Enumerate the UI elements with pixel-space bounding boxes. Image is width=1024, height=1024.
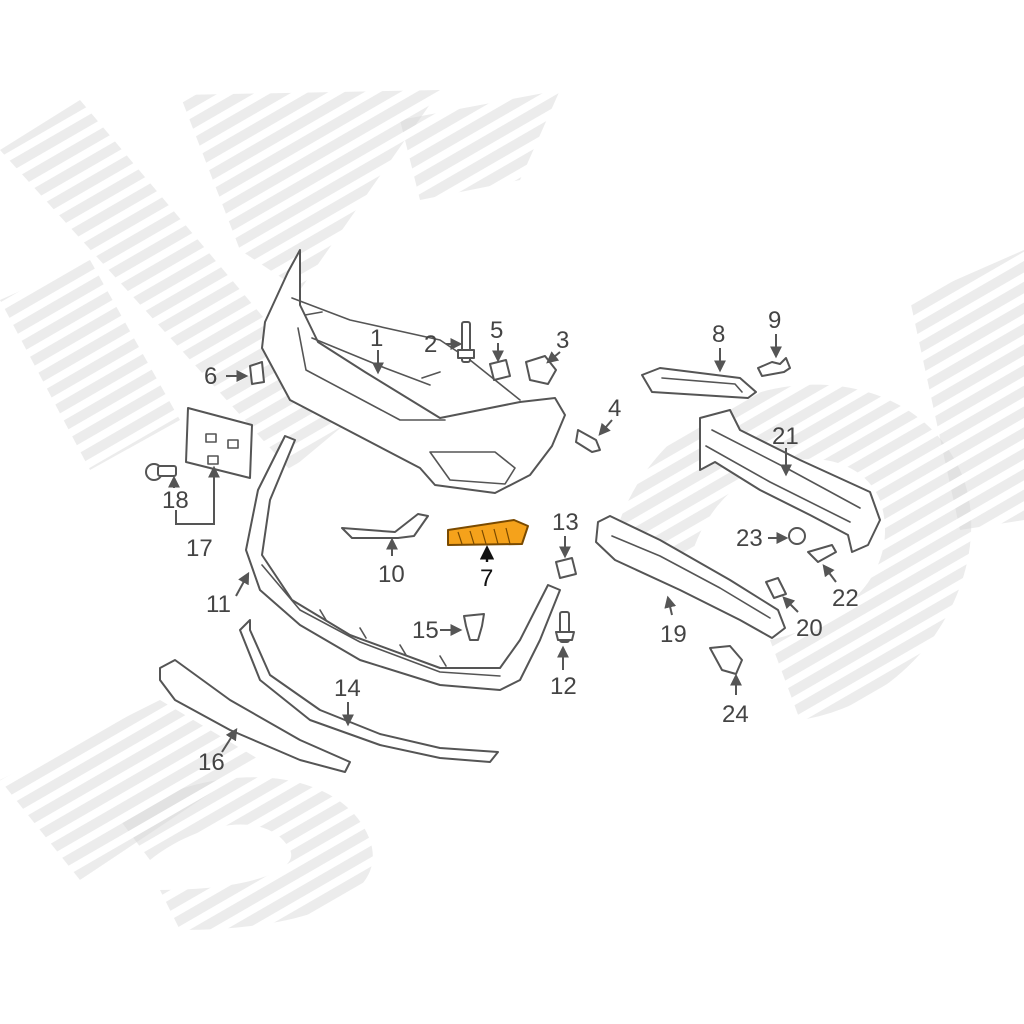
callout-labels: 1 2 3 4 5 6 7 8 9 10 11 12 13 14 15 16 1… [162, 307, 859, 776]
part-license-plate-bracket [185, 407, 253, 479]
part-trim-strip-10 [341, 513, 429, 539]
callout-15: 15 [412, 617, 439, 644]
part-label-20 [765, 577, 787, 599]
part-bolt-4 [575, 429, 601, 453]
callout-12: 12 [550, 673, 577, 700]
callout-3: 3 [556, 327, 569, 354]
callout-5: 5 [490, 317, 503, 344]
callout-19: 19 [660, 621, 687, 648]
callout-1: 1 [370, 325, 383, 352]
part-bolt-9 [757, 357, 791, 377]
part-lower-strip-14 [239, 619, 499, 763]
callout-8: 8 [712, 321, 725, 348]
part-bolt-2 [457, 321, 475, 363]
callout-17: 17 [186, 535, 213, 562]
part-lower-bumper-panel [245, 435, 561, 691]
callout-2: 2 [424, 331, 437, 358]
part-front-bumper-cover [261, 249, 566, 494]
callout-9: 9 [768, 307, 781, 334]
callout-21: 21 [772, 423, 799, 450]
callout-4: 4 [608, 395, 621, 422]
part-bolt-22 [807, 544, 837, 563]
callout-18: 18 [162, 487, 189, 514]
callout-13: 13 [552, 509, 579, 536]
part-screw-18 [145, 463, 177, 481]
part-skid-plate-16 [159, 659, 351, 773]
part-clip-5 [489, 359, 511, 381]
callout-24: 24 [722, 701, 749, 728]
callout-16: 16 [198, 749, 225, 776]
callout-22: 22 [832, 585, 859, 612]
callout-23: 23 [736, 525, 763, 552]
callout-10: 10 [378, 561, 405, 588]
callout-14: 14 [334, 675, 361, 702]
part-energy-absorber [595, 515, 786, 639]
part-push-pin-15 [463, 613, 485, 641]
part-bracket-7-highlighted [447, 519, 529, 546]
part-bracket-24 [709, 645, 743, 675]
callout-11: 11 [206, 591, 231, 618]
callout-7: 7 [480, 565, 493, 592]
part-clip-13 [555, 557, 577, 579]
part-screw-12 [555, 611, 575, 643]
part-clip-6 [249, 361, 265, 385]
leader-lines [168, 334, 837, 753]
part-nut-23 [788, 527, 806, 545]
callout-20: 20 [796, 615, 823, 642]
part-fog-lamp-bezel [641, 367, 757, 399]
callout-6: 6 [204, 363, 217, 390]
